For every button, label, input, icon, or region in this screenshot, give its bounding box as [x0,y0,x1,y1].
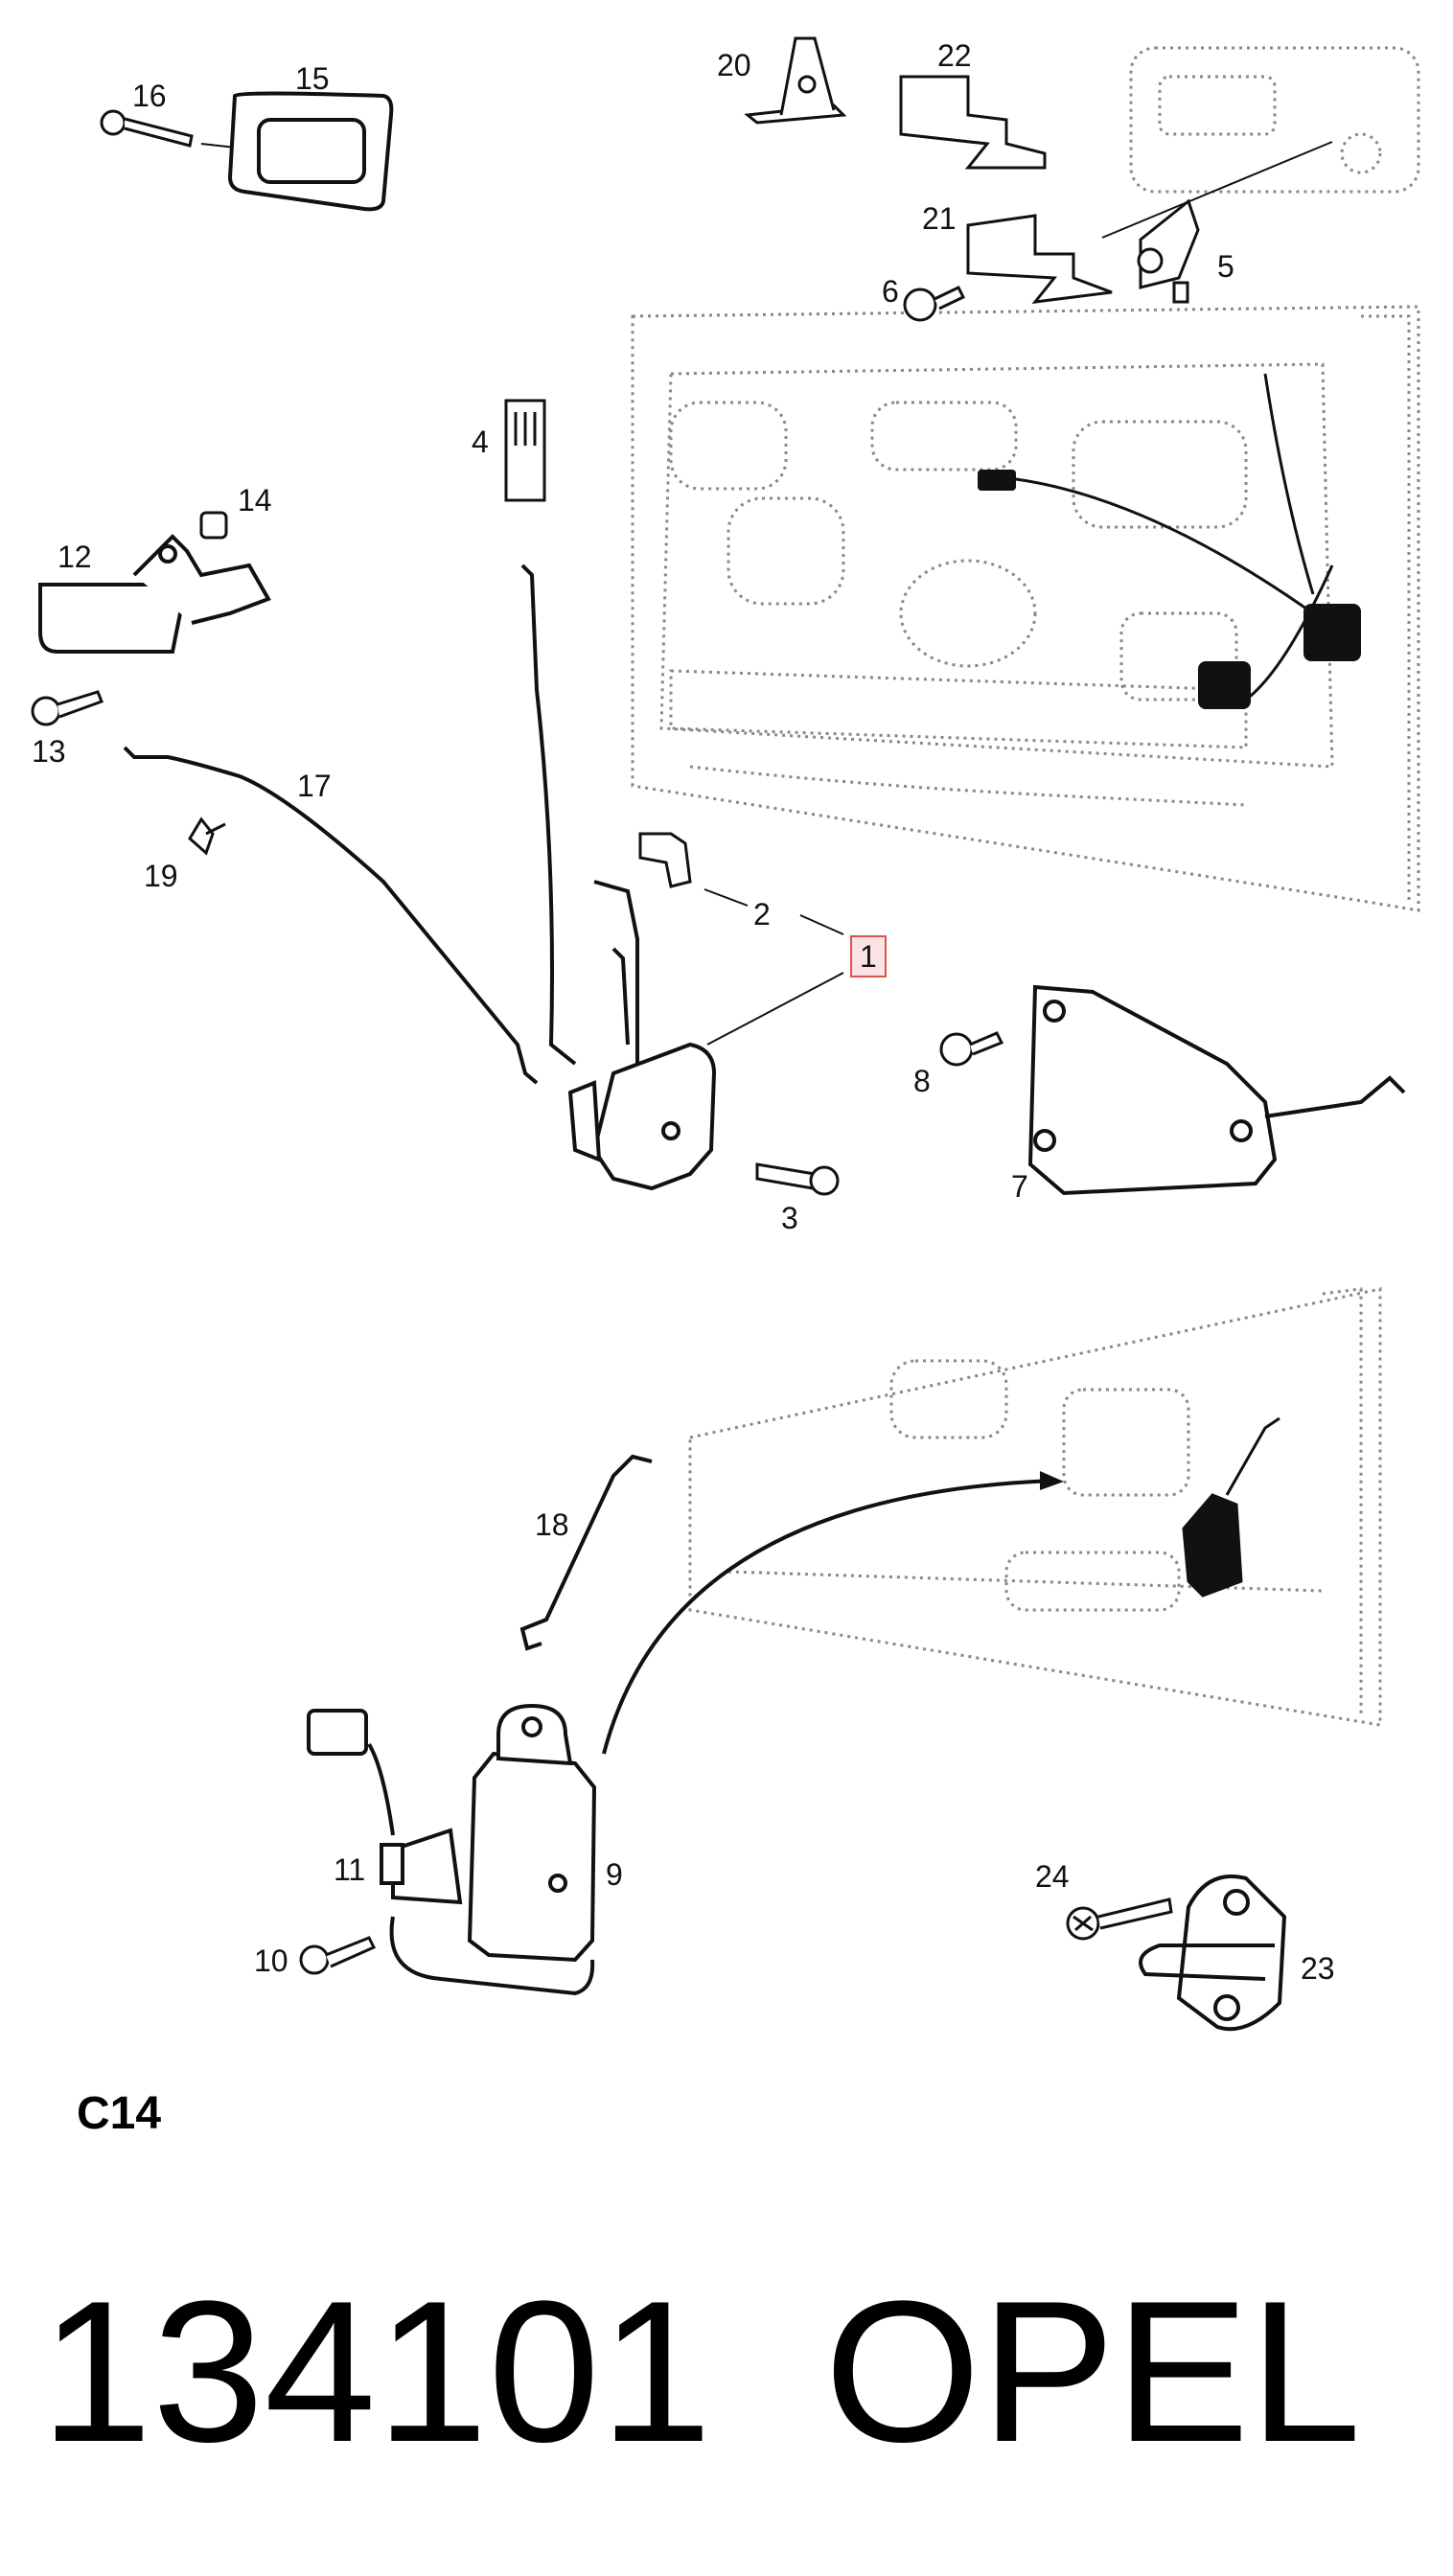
part-9-actuator [389,1703,597,1996]
connector-blocks-upper [978,470,1361,709]
callout-22: 22 [937,38,972,73]
part-number: 134101 [40,2259,712,2484]
callout-4: 4 [472,425,489,459]
callout-9: 9 [606,1857,623,1892]
callout-17: 17 [297,769,332,803]
part-4-block [504,399,546,502]
part-2-clip [638,832,692,888]
part-22-clip [899,75,1047,170]
callout-19: 19 [144,859,178,893]
part-8-bolt [939,1031,1004,1067]
callout-23: 23 [1301,1951,1335,1986]
wiring-harness-upper [987,373,1334,702]
part-19-clip [188,816,226,856]
part-11-harness [307,1709,463,1905]
callout-13: 13 [32,734,66,769]
part-15-bezel [227,91,394,212]
callout-15: 15 [295,61,330,96]
part-5-retainer [1137,198,1200,304]
section-code: C14 [77,2088,162,2139]
callout-8: 8 [913,1064,931,1098]
callout-14: 14 [238,483,272,518]
callout-7: 7 [1011,1169,1028,1204]
part-7-control-unit [1027,984,1406,1196]
part-14-clip [199,511,228,540]
callout-16: 16 [132,79,167,113]
callout-3: 3 [781,1201,798,1235]
callout-18: 18 [535,1507,569,1542]
callout-21: 21 [922,201,957,236]
part-18-rod [519,1454,653,1651]
part-12-inside-handle [38,534,271,654]
callout-24: 24 [1035,1859,1070,1894]
part-20-bracket [744,36,847,125]
door-panel-lower [688,1287,1382,1727]
brand-name: OPEL [824,2259,1362,2484]
part-1-door-lock [520,564,717,1191]
part-23-striker [1139,1874,1287,2032]
callout-5: 5 [1217,249,1234,284]
installation-arrow [602,1479,1055,1755]
part-3-screw [755,1162,840,1196]
part-6-bolt [903,286,966,322]
callout-12: 12 [58,540,92,574]
part-21-clip [966,214,1113,304]
lock-detail-dotted [1129,46,1420,194]
callout-20: 20 [717,48,751,82]
part-10-screw [299,1936,377,1975]
part-24-screw [1066,1898,1173,1941]
part-17-rod [123,746,539,1085]
door-panel-upper [631,305,1420,912]
leader-lines-part-1-2 [703,888,844,1046]
callout-6: 6 [882,274,899,309]
actuator-installed [1182,1416,1280,1598]
callout-1[interactable]: 1 [850,935,887,978]
callout-10: 10 [254,1944,288,1978]
part-16-screw [100,109,194,148]
callout-11: 11 [334,1852,366,1887]
part-13-screw [31,690,104,726]
callout-2: 2 [753,897,771,932]
